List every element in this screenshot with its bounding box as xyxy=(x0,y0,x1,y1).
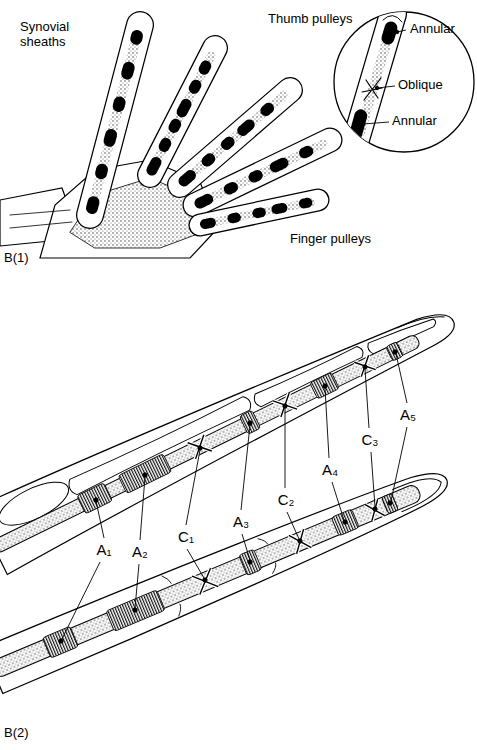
callout-number: A₁ xyxy=(96,541,111,558)
callout-number: A₂ xyxy=(132,543,148,560)
finger-volar-view xyxy=(0,457,456,694)
part-label: Thumb pulleys xyxy=(268,12,353,27)
part-label: Annular xyxy=(392,114,437,129)
callout-number: A₅ xyxy=(400,406,416,423)
thumb-inset xyxy=(334,12,474,160)
figure-label: B(1) xyxy=(4,251,29,266)
finger-drawings xyxy=(90,25,330,225)
callout-number: C₁ xyxy=(178,528,194,545)
part-label: Finger pulleys xyxy=(290,232,371,247)
callout-number: C₂ xyxy=(278,491,295,508)
finger-lateral-view xyxy=(0,283,467,575)
part-label: Synovial sheaths xyxy=(20,20,92,50)
callout-number: C₃ xyxy=(362,431,379,448)
part-label: Oblique xyxy=(398,78,443,93)
leader-lines xyxy=(59,350,407,643)
part-label: Annular xyxy=(410,22,455,37)
hand-drawing xyxy=(0,25,330,258)
figure-label: B(2) xyxy=(4,726,29,741)
callout-number: A₃ xyxy=(233,513,249,530)
callout-number: A₄ xyxy=(322,461,338,478)
